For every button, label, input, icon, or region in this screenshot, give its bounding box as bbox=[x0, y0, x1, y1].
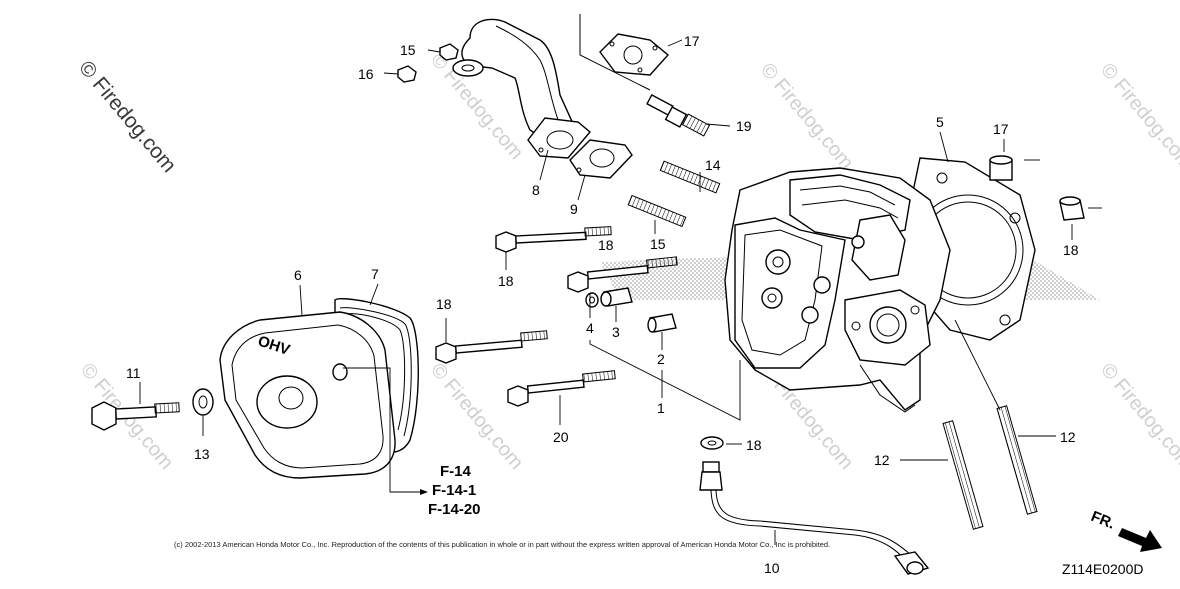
watermark-main: © Firedog.com bbox=[74, 56, 180, 177]
callout-17: 18 bbox=[1063, 242, 1079, 258]
part-6-head-cover: OHV bbox=[219, 311, 396, 479]
callout-labels: 17 15 16 19 5 17 18 8 9 14 15 18 18 18 2… bbox=[126, 33, 1079, 576]
callout-15: 16 bbox=[358, 66, 374, 82]
part-17-dowel-pins bbox=[989, 155, 1085, 221]
watermark-text: © Firedog.com bbox=[426, 359, 527, 474]
callout-16: 18 bbox=[746, 437, 762, 453]
reference-f14-1: F-14-1 bbox=[432, 482, 476, 499]
callout-4: 4 bbox=[586, 320, 594, 336]
part-8-exhaust-pipe bbox=[452, 18, 591, 159]
callout-20: 17 bbox=[684, 33, 700, 49]
part-13-washer bbox=[192, 388, 214, 416]
callout-18: 18 bbox=[498, 273, 514, 289]
figure-references: F-14 F-14-1 F-14-20 bbox=[428, 463, 481, 518]
part-9-gasket bbox=[569, 139, 633, 179]
callout-6: 6 bbox=[294, 267, 302, 283]
callout-5: 5 bbox=[936, 114, 944, 130]
callout-8: 8 bbox=[532, 182, 540, 198]
part-19-spark-plug bbox=[646, 94, 711, 137]
callout-19: 19 bbox=[736, 118, 752, 134]
callout-12: 12 bbox=[1060, 429, 1076, 445]
callout-9: 9 bbox=[570, 201, 578, 217]
watermark-text: © Firedog.com bbox=[756, 59, 857, 174]
callout-15: 15 bbox=[400, 42, 416, 58]
callout-18: 18 bbox=[436, 296, 452, 312]
watermark-text: © Firedog.com bbox=[1096, 59, 1180, 174]
callout-3: 3 bbox=[612, 324, 620, 340]
callout-14: 14 bbox=[705, 157, 721, 173]
callout-1: 1 bbox=[657, 400, 665, 416]
part-11-bolt bbox=[91, 401, 180, 431]
direction-label: FR. bbox=[1089, 508, 1118, 533]
part-14-studs bbox=[627, 160, 721, 228]
reference-f14: F-14 bbox=[440, 463, 472, 480]
callout-11: 11 bbox=[126, 365, 141, 381]
callout-10: 10 bbox=[764, 560, 780, 576]
part-18-bolts bbox=[435, 226, 678, 407]
arrow-right-icon bbox=[1118, 528, 1162, 552]
part-12-studs bbox=[942, 405, 1038, 530]
callout-13: 13 bbox=[194, 446, 210, 462]
part-16-washer bbox=[700, 436, 724, 450]
front-direction-indicator: FR. bbox=[1089, 508, 1162, 552]
callout-18: 18 bbox=[598, 237, 614, 253]
part-10-oil-sensor bbox=[699, 461, 930, 575]
callout-2: 2 bbox=[657, 351, 665, 367]
callout-7: 7 bbox=[371, 266, 379, 282]
leader-lines bbox=[139, 39, 1102, 545]
callout-14: 15 bbox=[650, 236, 666, 252]
copyright-notice: (c) 2002-2013 American Honda Motor Co., … bbox=[174, 540, 830, 549]
callout-17: 17 bbox=[993, 121, 1009, 137]
diagram-code: Z114E0200D bbox=[1062, 561, 1143, 577]
part-2-3-4-pins bbox=[585, 287, 677, 333]
part-15-nuts bbox=[397, 43, 459, 83]
watermark-text: © Firedog.com bbox=[1096, 359, 1180, 474]
callout-18: 20 bbox=[553, 429, 569, 445]
callout-12: 12 bbox=[874, 452, 890, 468]
reference-f14-20: F-14-20 bbox=[428, 501, 481, 518]
part-20-gasket bbox=[579, 14, 670, 91]
part-1-cylinder-head bbox=[724, 167, 951, 413]
